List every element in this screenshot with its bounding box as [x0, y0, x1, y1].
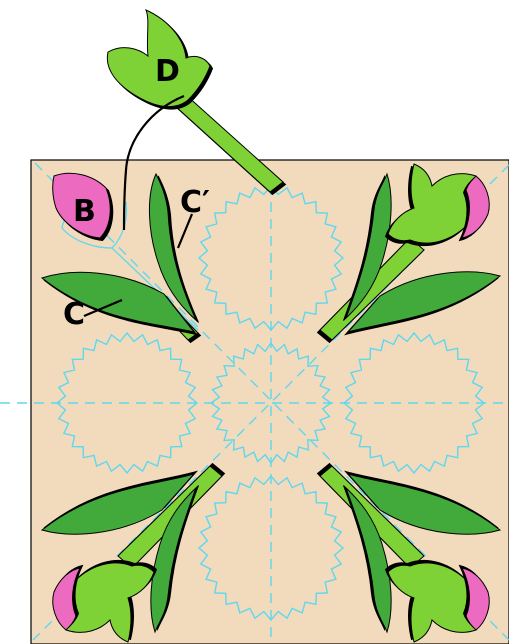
label-b: B	[73, 194, 96, 229]
label-c-prime: C′	[180, 185, 210, 220]
label-c: C	[63, 297, 85, 332]
label-d: D	[155, 54, 180, 89]
